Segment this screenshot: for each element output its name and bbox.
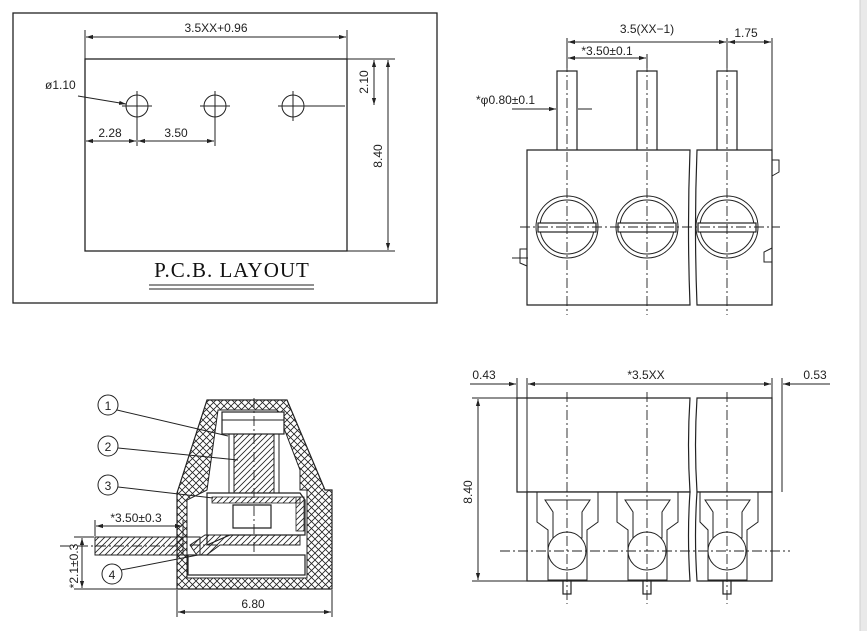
- front-left-offset-label: 0.43: [472, 368, 496, 382]
- pcb-layout-view: 3.5XX+0.96 ø1.10 2.28 3.50 2.10 8.40 P.C…: [12, 12, 438, 304]
- front-right-offset-label: 0.53: [803, 368, 827, 382]
- top-total-pitch-label: 3.5(XX−1): [620, 22, 674, 36]
- side-pin-height-label: *2.1±0.3: [67, 543, 81, 588]
- callout-4: [101, 563, 123, 585]
- margin-strip: [860, 0, 867, 631]
- pcb-total-width-label: 3.5XX+0.96: [184, 21, 247, 35]
- svg-text:1: 1: [105, 399, 112, 413]
- callouts: 1 2 3 4: [97, 394, 239, 585]
- callout-1: [97, 394, 119, 416]
- pcb-outline: [84, 58, 348, 252]
- pcb-holes: [122, 91, 345, 121]
- screw-cap: [221, 411, 285, 435]
- side-section-view: 1 2 3 4 *3.50±0.3 *2.1±0.3 6.80: [60, 394, 333, 617]
- front-view: 0.43 *3.5XX 0.53 8.40: [461, 368, 830, 604]
- front-height-label: 8.40: [461, 480, 475, 504]
- front-upper-block-2: [694, 397, 773, 493]
- callout-2: [97, 435, 119, 457]
- front-lower-block-1: [526, 491, 691, 582]
- top-pin-dia-label: *φ0.80±0.1: [476, 93, 535, 107]
- top-view: 3.5(XX−1) 1.75 *3.50±0.1 *φ0.80±0.1: [476, 22, 780, 315]
- pcb-pitch-label: 3.50: [164, 126, 188, 140]
- svg-text:2: 2: [105, 440, 112, 454]
- pcb-hole-top-label: 2.10: [357, 70, 371, 94]
- pcb-layout-title: P.C.B. LAYOUT: [154, 258, 310, 282]
- front-total-pitch-label: *3.5XX: [627, 368, 664, 382]
- side-pin-pitch-label: *3.50±0.3: [110, 511, 162, 525]
- side-width-label: 6.80: [241, 597, 265, 611]
- pcb-hole-dia-label: ø1.10: [45, 78, 76, 92]
- pcb-frame: [12, 12, 438, 304]
- svg-text:3: 3: [105, 479, 112, 493]
- callout-3: [97, 474, 119, 496]
- pcb-edge-offset-label: 2.28: [98, 126, 122, 140]
- top-pitch-label: *3.50±0.1: [581, 44, 633, 58]
- svg-text:4: 4: [109, 568, 116, 582]
- front-upper-block-1: [516, 397, 691, 493]
- top-end-offset-label: 1.75: [734, 26, 758, 40]
- pcb-depth-label: 8.40: [371, 144, 385, 168]
- top-body-block-1: [526, 149, 691, 306]
